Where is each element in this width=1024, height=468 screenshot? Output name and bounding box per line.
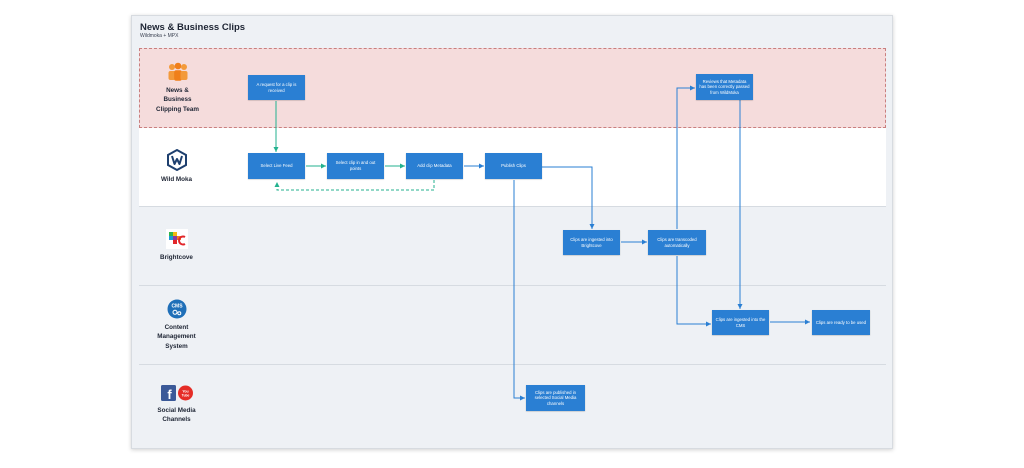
lane-name-social-media: Social Media Channels — [157, 406, 196, 423]
brightcove-logo-icon — [165, 229, 188, 250]
lane-name-cms: Content Management System — [157, 324, 196, 350]
step-published-social: Clips are published in selected Social M… — [526, 385, 585, 411]
lane-name-wildmoka: Wild Moka — [160, 176, 193, 184]
swimlane-social-media: f You Tube Social Media Channels — [139, 365, 886, 443]
step-review-metadata: Reviews that Metadata has been correctly… — [696, 74, 753, 100]
arrow-transcoded-to-review — [676, 85, 695, 229]
arrow-transcoded-to-cms — [676, 256, 711, 327]
step-publish-clips: Publish Clips — [485, 153, 542, 179]
cms-icon: CMS — [167, 299, 186, 319]
step-transcoded: Clips are transcoded automatically — [648, 230, 706, 255]
step-select-clip-points: Select clip in and out points — [327, 153, 384, 179]
svg-text:CMS: CMS — [171, 304, 183, 310]
team-people-icon — [168, 63, 187, 82]
arrow-publish-to-social — [513, 180, 525, 401]
lane-label: News & Business Clipping Team — [140, 49, 215, 127]
step-ready-to-use: Clips are ready to be used — [812, 310, 870, 335]
lane-label: CMS Content Management System — [139, 286, 214, 364]
step-ingest-cms: Clips are ingested into the CMS — [712, 310, 769, 335]
swimlane-brightcove: Brightcove — [139, 207, 886, 286]
arrow-metadata-loop-back — [274, 180, 435, 191]
page-subtitle: Wildmoka + MPX — [140, 33, 179, 39]
step-select-live-feed: Select Live Feed — [248, 153, 305, 179]
lane-name-news-team: News & Business Clipping Team — [156, 87, 199, 113]
step-request-received: A request for a clip is received — [248, 75, 305, 100]
lane-label: Wild Moka — [139, 128, 214, 206]
facebook-youtube-icon: f You Tube — [160, 384, 193, 402]
step-add-metadata: Add clip Metadata — [406, 153, 463, 179]
page-title: News & Business Clips — [140, 22, 246, 33]
lane-label: Brightcove — [139, 207, 214, 285]
svg-text:f: f — [167, 387, 172, 402]
lane-label: f You Tube Social Media Channels — [139, 365, 214, 443]
arrow-publish-to-brightcove — [542, 166, 595, 229]
svg-text:Tube: Tube — [181, 393, 189, 397]
svg-text:You: You — [182, 390, 188, 394]
step-ingest-brightcove: Clips are ingested into Brightcove — [563, 230, 620, 255]
lane-name-brightcove: Brightcove — [160, 254, 193, 262]
wildmoka-logo-icon — [166, 149, 187, 172]
